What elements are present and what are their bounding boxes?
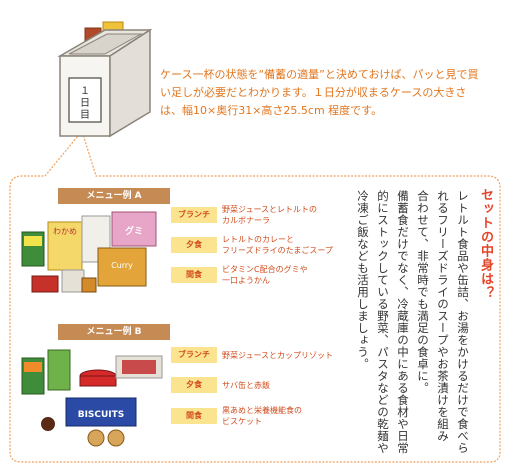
- menu-b-food-illustration: BISCUITS: [21, 349, 163, 447]
- set-contents-heading: セットの中身は？: [478, 188, 493, 300]
- menu-a-title: メニュー例 A: [58, 188, 170, 204]
- set-contents-line-1: レトルト食品や缶詰、お湯をかけるだけで食べら: [456, 190, 470, 454]
- menu-a-item-snack: ビタミンC配合のグミや 一口ようかん: [222, 265, 308, 285]
- menu-b-item-dinner: サバ缶と赤飯: [222, 381, 270, 390]
- set-contents-line-5: 的にストックしている野菜、パスタなどの乾麺や: [376, 190, 390, 454]
- set-contents-line-2: れるフリーズドライのスープやお茶漬けを組み: [436, 190, 450, 442]
- set-contents-line-4: 備蓄食だけでなく、冷蔵庫の中にある食材や日常: [396, 190, 410, 454]
- intro-caption: ケース一杯の状態を“備蓄の適量”と決めておけば、パッと見で買い足しが必要だとわか…: [160, 68, 479, 117]
- menu-b-title: メニュー例 B: [58, 324, 170, 340]
- menu-b-item-brunch: 野菜ジュースとカップリゾット: [222, 351, 334, 360]
- set-contents-line-3: 合わせて、非常時でも満足の食卓に。: [416, 190, 430, 394]
- package-label-biscuits: BISCUITS: [78, 410, 125, 420]
- menu-a-tag-brunch: ブランチ: [171, 207, 217, 223]
- case-label-sub: 目: [80, 110, 90, 121]
- set-contents-line-6: 冷凍ご飯なども活用しましょう。: [356, 190, 370, 370]
- case-label-day: １: [80, 86, 90, 97]
- menu-a-item-dinner: レトルトのカレーと フリーズドライのたまごスープ: [222, 235, 333, 255]
- menu-a-tag-snack: 間食: [171, 267, 217, 283]
- storage-case-illustration: １ 日 目: [57, 21, 153, 138]
- menu-a-item-brunch: 野菜ジュースとレトルトの カルボナーラ: [222, 205, 318, 225]
- menu-a-food-illustration: わかめ グミ Curry: [21, 211, 157, 293]
- case-label-unit: 日: [80, 98, 90, 109]
- menu-b-tag-snack: 間食: [171, 408, 217, 424]
- menu-b-tag-dinner: 夕食: [171, 377, 217, 393]
- menu-a-tag-dinner: 夕食: [171, 237, 217, 253]
- package-label-gummy: グミ: [125, 225, 143, 237]
- menu-b-item-snack: 黒あめと栄養機能食の ビスケット: [222, 406, 302, 426]
- package-label-curry: Curry: [111, 261, 133, 270]
- package-label-wakame: わかめ: [53, 227, 77, 236]
- menu-b-tag-brunch: ブランチ: [171, 347, 217, 363]
